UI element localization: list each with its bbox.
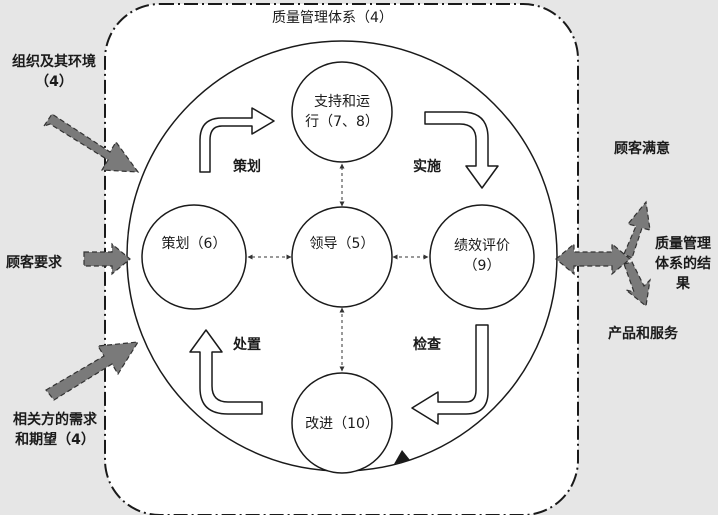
input-interested-parties-line2: 和期望（4）	[15, 432, 95, 448]
output-qms-results-line3: 果	[676, 276, 690, 292]
improvement-circle	[291, 372, 393, 474]
outer-circle-arrowhead	[394, 450, 410, 464]
input-org-context: 组织及其环境 （4）	[2, 52, 106, 92]
node-improvement: 改进（10）	[305, 416, 379, 432]
node-performance-evaluation: 绩效评价 （9）	[432, 236, 532, 276]
cycle-label-check: 检查	[413, 337, 441, 353]
input-arrow-interested-parties	[45, 341, 140, 401]
output-arrow-satisfaction	[623, 200, 651, 259]
node-planning: 策划（6）	[161, 236, 227, 252]
input-arrow-customer-req	[83, 242, 131, 276]
input-org-context-line1: 组织及其环境	[12, 54, 96, 70]
act-cycle-arrow	[189, 329, 263, 415]
cycle-label-do: 实施	[413, 159, 441, 175]
output-customer-satisfaction: 顾客满意	[614, 141, 670, 157]
leadership-circle	[291, 206, 393, 308]
output-products-services: 产品和服务	[608, 326, 678, 342]
output-qms-results-line1: 质量管理	[655, 236, 711, 252]
node-leadership: 领导（5）	[309, 236, 375, 252]
plan-cycle-arrow	[199, 107, 275, 173]
node-support-operation: 支持和运 行（7、8）	[292, 92, 392, 132]
evaluation-circle	[429, 204, 535, 310]
node-support-operation-line1: 支持和运	[314, 94, 370, 110]
node-performance-evaluation-line1: 绩效评价	[454, 238, 510, 254]
support-operation-circle	[291, 61, 393, 163]
do-cycle-arrow	[424, 111, 499, 189]
output-qms-results-line2: 体系的结	[655, 256, 711, 272]
output-arrow-double	[555, 242, 631, 276]
input-arrow-org-context	[42, 113, 140, 173]
qms-title: 质量管理体系（4）	[272, 10, 393, 26]
leadership-connectors	[247, 163, 429, 372]
check-cycle-arrow	[411, 324, 489, 425]
input-org-context-line2: （4）	[35, 74, 73, 90]
node-performance-evaluation-line2: （9）	[463, 258, 501, 274]
planning-circle	[141, 204, 247, 310]
input-interested-parties: 相关方的需求 和期望（4）	[0, 410, 110, 450]
cycle-label-plan: 策划	[233, 159, 261, 175]
node-support-operation-line2: 行（7、8）	[305, 114, 379, 130]
output-arrow-products	[623, 261, 651, 308]
input-customer-requirements: 顾客要求	[6, 255, 62, 271]
input-interested-parties-line1: 相关方的需求	[13, 412, 97, 428]
cycle-label-act: 处置	[233, 337, 261, 353]
output-qms-results: 质量管理 体系的结 果	[650, 234, 716, 294]
